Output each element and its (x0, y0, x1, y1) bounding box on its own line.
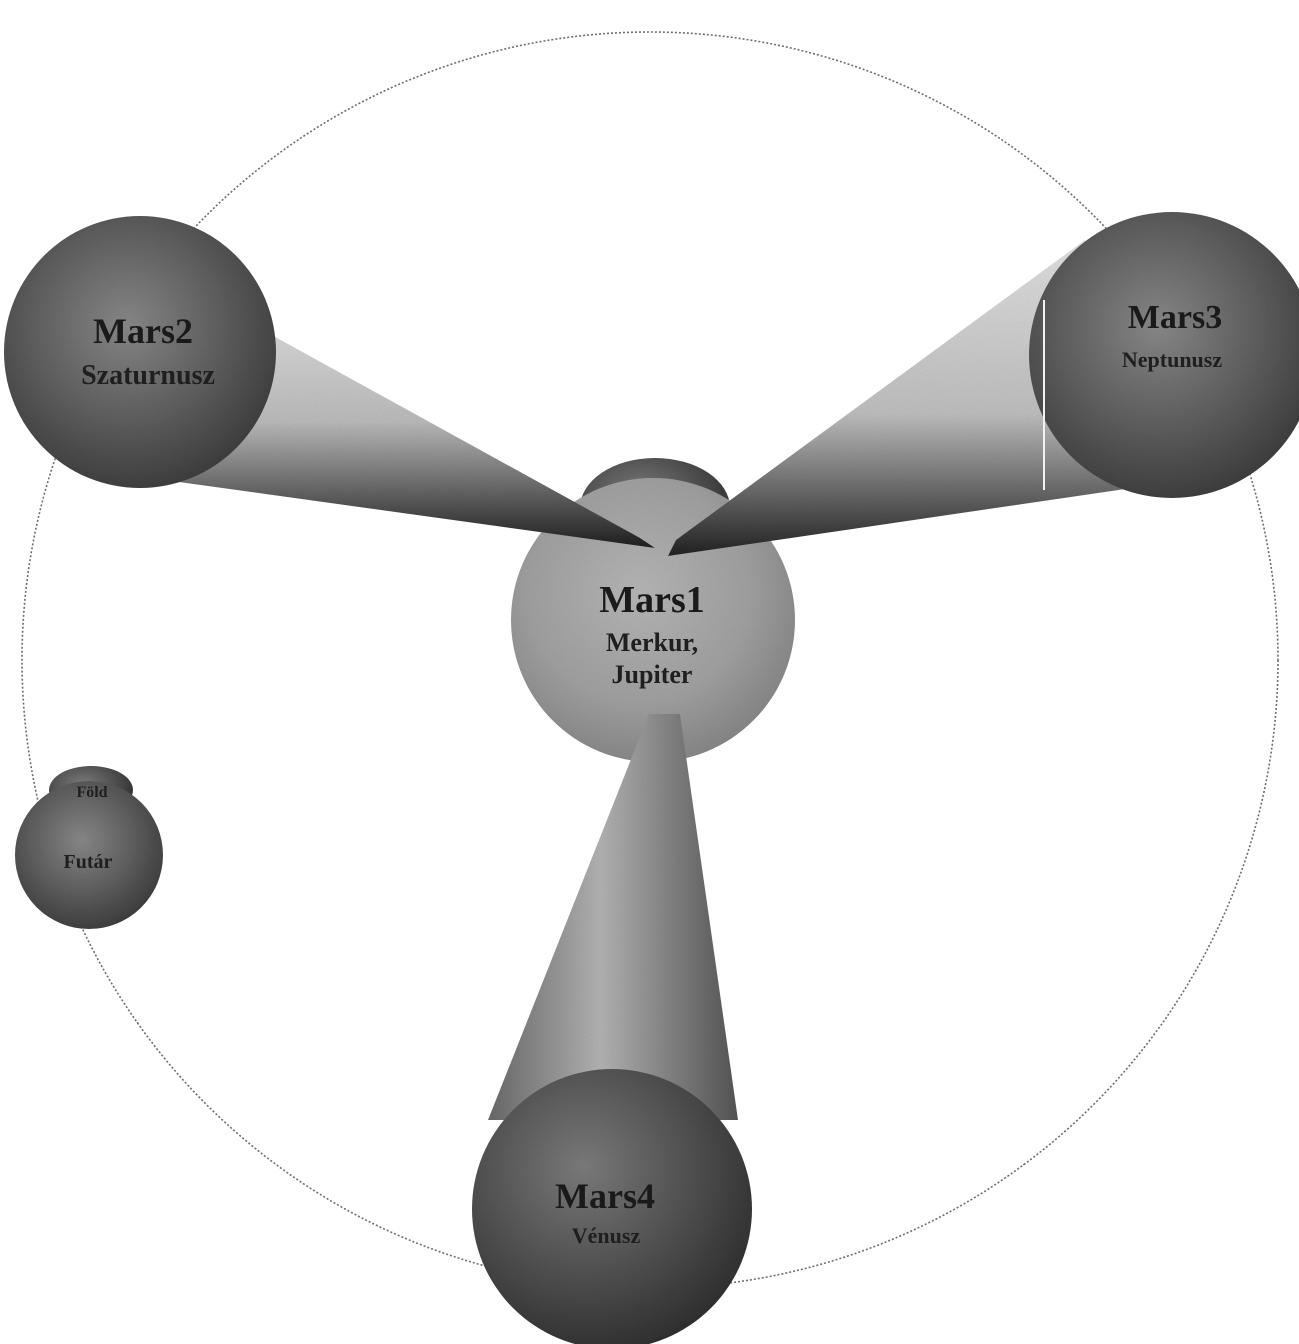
mars1-title: Mars1 (599, 579, 705, 621)
futar-label: Futár (64, 851, 113, 873)
fold-label: Föld (76, 784, 107, 801)
mars2-title: Mars2 (93, 311, 193, 351)
mars2-sphere (4, 216, 276, 488)
mars4-title: Mars4 (555, 1176, 655, 1216)
mars3-title: Mars3 (1128, 299, 1222, 336)
mars3-subtitle: Neptunusz (1122, 347, 1222, 372)
mars2-subtitle: Szaturnusz (81, 360, 215, 391)
mars1-subtitle-line2: Jupiter (612, 660, 693, 689)
mars1-subtitle-line1: Merkur, (606, 628, 698, 657)
beam-mars4 (488, 714, 738, 1120)
mars4-subtitle: Vénusz (572, 1223, 641, 1248)
